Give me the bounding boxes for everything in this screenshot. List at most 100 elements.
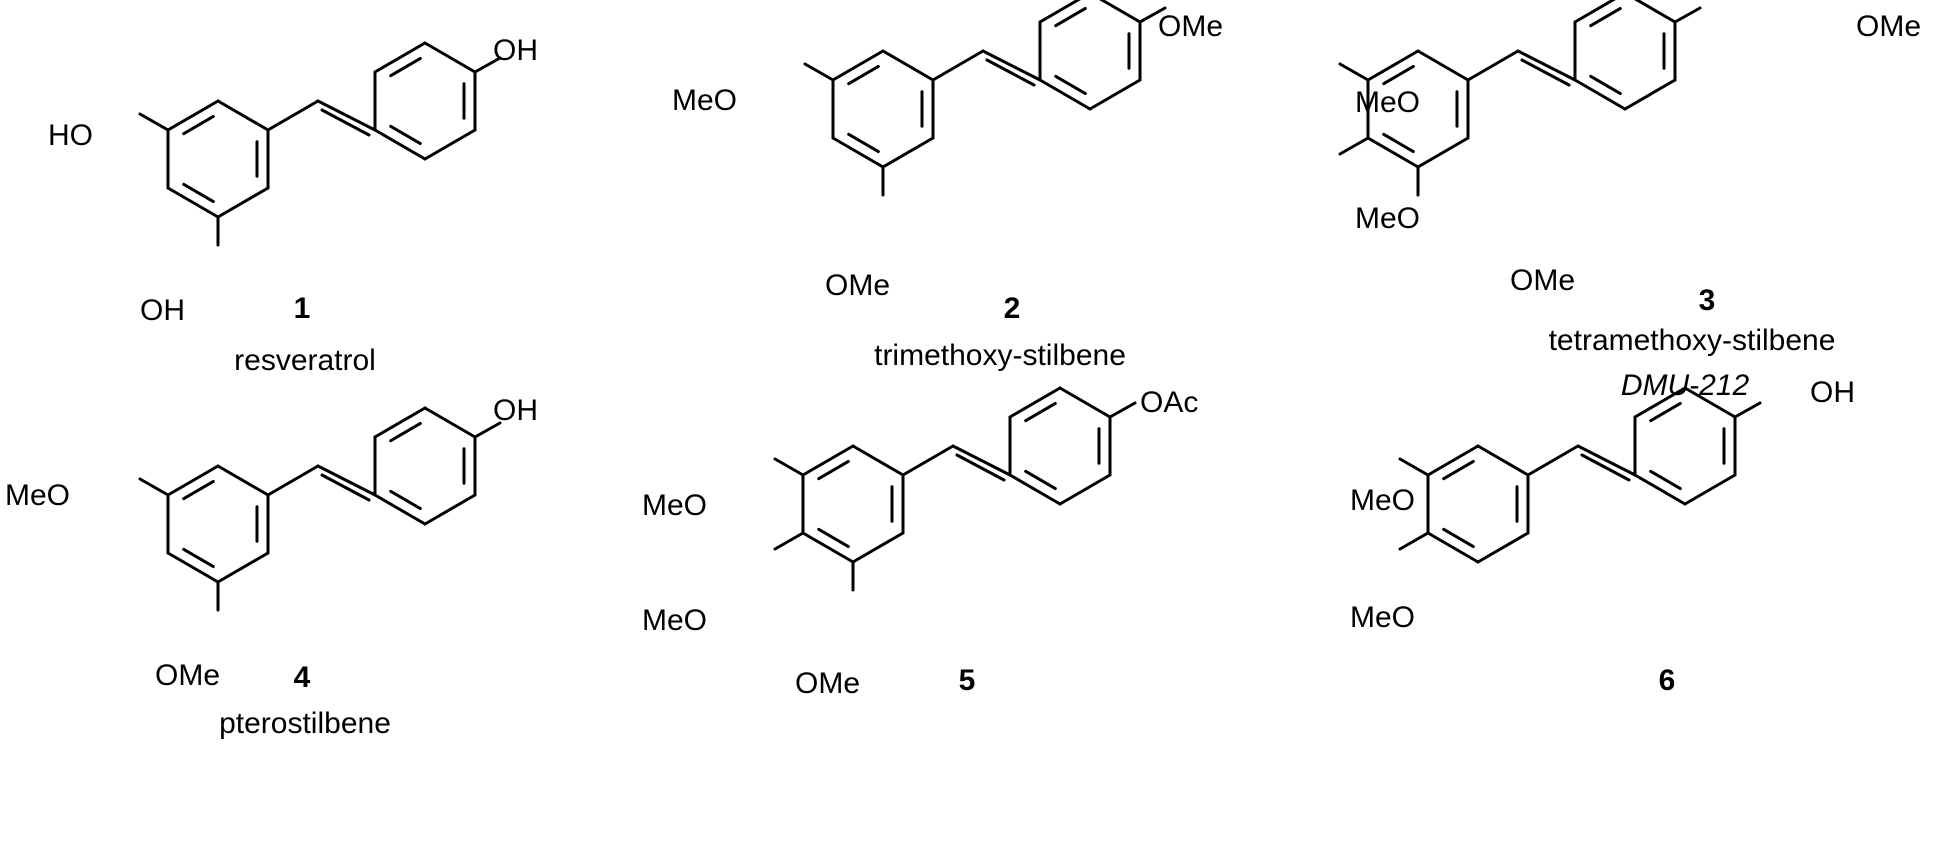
right-ring-bond [423,493,477,526]
para-substituent-bond [1108,401,1137,419]
compound-1-sub-meta-a: HO [48,119,93,152]
compound-3-number: 3 [1699,284,1716,317]
compound-3: MeO MeO OMe OMe 3 tetramethoxy-stilbene … [1338,0,1921,402]
right-ring-double-bond [389,421,422,443]
compound-3-sub-meta-a: MeO [1355,86,1420,119]
compound-6-number: 6 [1659,664,1676,697]
right-ring-bond [1058,473,1112,506]
left-ring-bond [166,99,220,132]
right-ring-bond [1633,473,1687,506]
left-ring-double-bond [182,182,215,204]
meta-a-substituent-bond [138,112,170,132]
left-ring-bond [1416,49,1470,82]
vinyl-double-bond-inner [320,473,371,502]
para-substituent-bond [473,421,502,439]
right-ring-bond [1633,386,1687,419]
compound-5-sub-para-left: MeO [642,604,707,637]
right-ring-bond [1683,386,1737,419]
right-ring-bond [1099,0,1142,24]
vinyl-bond [266,99,320,132]
left-ring-double-bond [1442,459,1475,481]
left-ring-bond [216,186,270,219]
para-substituent-bond [1673,6,1702,24]
left-ring-bond [216,464,270,497]
right-ring-double-bond [1024,469,1057,491]
right-ring-bond [373,406,427,439]
vinyl-double-bond-inner [320,108,371,137]
compound-6-bonds [1398,386,1762,564]
right-ring-double-bond [1649,469,1682,491]
compound-5: MeO MeO OMe OAc 5 [642,386,1198,700]
left-ring-bond [216,551,270,584]
right-ring-double-bond [1054,74,1087,96]
right-ring-bond [1573,0,1616,24]
left-ring-double-bond [1442,527,1475,549]
compound-2: MeO OMe OMe 2 trimethoxy-stilbene [672,0,1223,372]
left-ring-bond [1366,136,1420,169]
compound-2-sub-meta-b: OMe [825,269,890,302]
left-ring-bond [1476,531,1530,564]
compound-1-sub-para: OH [493,34,538,67]
compound-2-number: 2 [1004,292,1021,325]
right-ring-double-bond [1589,74,1622,96]
compound-3-sub-para: OMe [1856,10,1921,43]
compound-1-name: resveratrol [234,344,376,377]
para-substituent-bond [1138,6,1167,24]
vinyl-bond [1526,444,1580,477]
left-ring-bond [1476,444,1530,477]
meta-a-substituent-bond [803,62,835,82]
left-ring-bond [166,186,220,219]
left-ring-bond [801,444,855,477]
compound-5-sub-meta-b: OMe [795,667,860,700]
right-ring-bond [1634,0,1677,24]
compound-3-sub-meta-b: OMe [1510,264,1575,297]
compound-4-sub-meta-a: MeO [5,479,70,512]
compound-1-bonds [138,41,502,247]
compound-5-sub-meta-a: MeO [642,489,707,522]
compound-3-sub-para-left: MeO [1355,202,1420,235]
left-ring-double-bond [817,459,850,481]
compound-6-sub-para: OH [1810,376,1855,409]
compound-4-bonds [138,406,502,612]
meta-a-substituent-bond [1338,62,1370,82]
compound-3-code: DMU-212 [1621,369,1750,402]
compound-1: HO OH OH 1 resveratrol [48,34,538,377]
left-ring-bond [1426,444,1480,477]
vinyl-bond [266,464,320,497]
compound-6-sub-meta-a: MeO [1350,484,1415,517]
compound-1-number: 1 [294,292,311,325]
left-ring-bond [851,531,905,564]
compound-2-bonds [803,0,1167,197]
right-ring-bond [1038,78,1092,111]
vinyl-double-bond [1516,49,1577,82]
compound-4-sub-meta-b: OMe [155,659,220,692]
vinyl-double-bond-inner [1580,453,1631,482]
compound-3-name: tetramethoxy-stilbene [1549,324,1836,357]
left-ring-bond [881,49,935,82]
left-ring-bond [851,444,905,477]
left-ring-bond [881,136,935,169]
left-ring-double-bond [1382,64,1415,86]
compound-2-sub-meta-a: MeO [672,84,737,117]
vinyl-double-bond [981,49,1042,82]
left-ring-double-bond [182,479,215,501]
compound-5-sub-para: OAc [1140,386,1198,419]
left-ring-double-bond [817,527,850,549]
right-ring-bond [1683,473,1737,506]
meta-a-substituent-bond [773,457,805,477]
vinyl-double-bond [316,464,377,497]
compound-2-sub-para: OMe [1158,10,1223,43]
right-ring-bond [373,128,427,161]
meta-a-substituent-bond [1398,457,1430,477]
right-ring-bond [1008,386,1062,419]
left-ring-bond [1426,531,1480,564]
right-ring-bond [1008,473,1062,506]
left-ring-double-bond [847,64,880,86]
compound-3-bonds [1338,0,1702,197]
para-left-substituent-bond [773,531,805,551]
vinyl-double-bond [951,444,1012,477]
vinyl-bond [901,444,955,477]
compound-5-number: 5 [959,664,976,697]
